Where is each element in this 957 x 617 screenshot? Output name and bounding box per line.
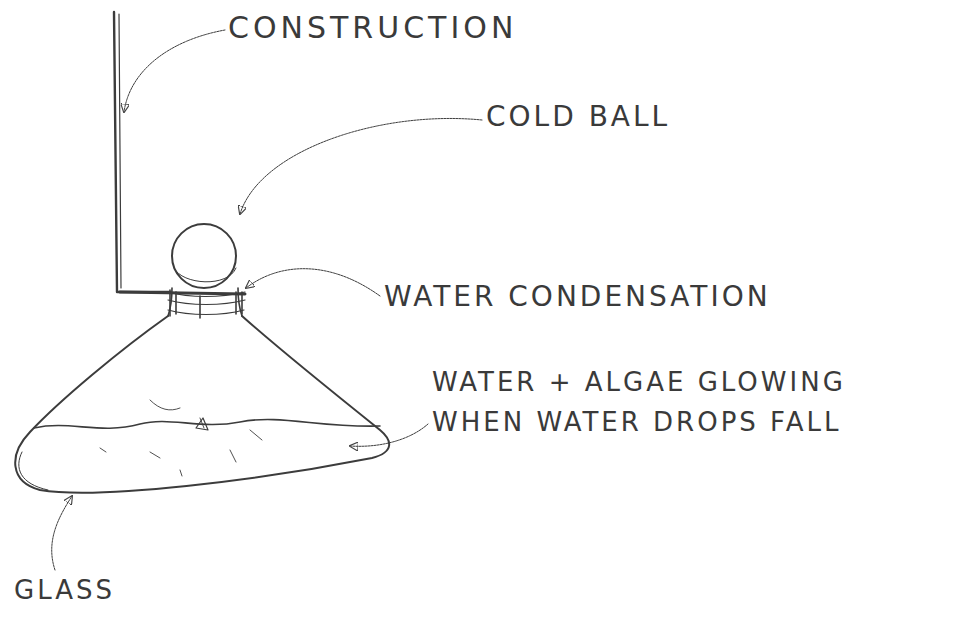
condensation-ring xyxy=(168,292,245,315)
condensation-drops xyxy=(170,290,242,318)
callout-label: GLASS xyxy=(14,574,214,606)
leader-line xyxy=(52,496,72,570)
leader-line xyxy=(240,118,482,214)
drop-marker xyxy=(196,418,208,430)
callout-label: WATER + ALGAE GLOWING WHEN WATER DROPS F… xyxy=(432,362,912,442)
leader-line xyxy=(124,30,225,112)
glass-flask xyxy=(15,316,389,493)
glass-shading xyxy=(19,452,48,490)
cold-ball xyxy=(172,224,236,288)
callout-label: WATER CONDENSATION xyxy=(384,280,944,314)
ball-shading xyxy=(174,268,236,282)
construction-rod xyxy=(114,12,170,292)
callout-label: COLD BALL xyxy=(486,100,786,134)
algae-strokes xyxy=(100,400,262,476)
rod-arm xyxy=(120,292,245,294)
leader-line xyxy=(350,424,428,446)
construction-rod-edge xyxy=(119,14,121,288)
leader-line xyxy=(246,269,380,296)
callout-label: CONSTRUCTION xyxy=(228,10,628,46)
